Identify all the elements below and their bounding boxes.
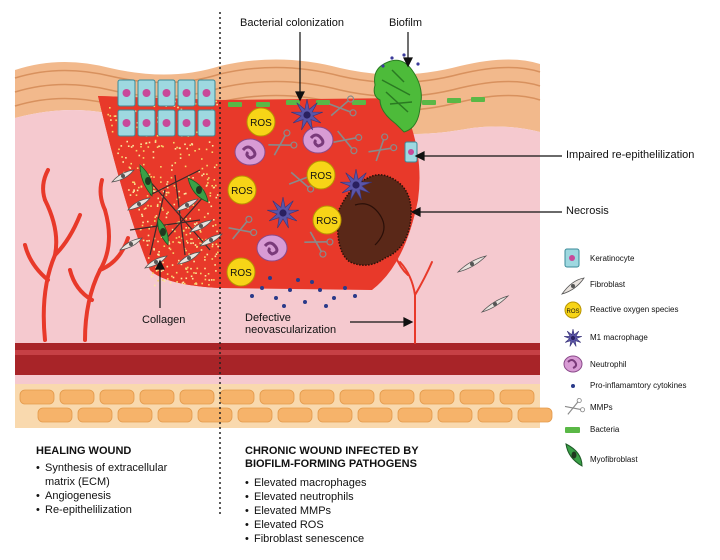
bullet-item: Angiogenesis bbox=[36, 489, 167, 503]
bullet-item: matrix (ECM) bbox=[45, 476, 110, 488]
ros-label: ROS bbox=[316, 216, 338, 227]
chronic-wound-list: Elevated macrophagesElevated neutrophils… bbox=[245, 476, 367, 546]
neutrophils bbox=[234, 126, 334, 262]
bacterial-colonization-label: Bacterial colonization bbox=[240, 17, 344, 29]
fibroblasts-healing bbox=[111, 169, 223, 269]
ros-label: ROS bbox=[230, 268, 252, 279]
impaired-keratinocyte bbox=[404, 141, 418, 163]
bullet-item: Re-epithelilization bbox=[36, 503, 167, 517]
scissors-icon bbox=[564, 398, 586, 415]
chronic-wound-title-2: BIOFILM-FORMING PATHOGENS bbox=[245, 458, 417, 470]
legend-label-fibroblast: Fibroblast bbox=[590, 280, 626, 289]
bacteria-icon bbox=[565, 427, 580, 433]
bullet-item: Synthesis of extracellular bbox=[36, 461, 167, 475]
fibroblast-icon bbox=[561, 277, 585, 295]
necrosis-label: Necrosis bbox=[566, 205, 609, 217]
bullet-item: Fibroblast senescence bbox=[245, 532, 367, 546]
collagen-label: Collagen bbox=[142, 314, 186, 326]
biofilm-label: Biofilm bbox=[389, 17, 423, 29]
necrotic-tissue bbox=[336, 174, 412, 266]
legend-label-cytokine: Pro-inflamamtory cytokines bbox=[590, 381, 687, 390]
neutrophil-icon bbox=[563, 355, 583, 373]
defective-vessel bbox=[394, 254, 433, 344]
healing-wound-title: HEALING WOUND bbox=[36, 445, 132, 457]
keratinocyte-sheet bbox=[117, 79, 216, 137]
callout-arrows bbox=[155, 32, 562, 327]
bullet-item: Elevated MMPs bbox=[245, 504, 367, 518]
bacteria-colony bbox=[228, 97, 485, 107]
angiogenesis-vessels bbox=[23, 168, 130, 342]
myofibroblasts bbox=[139, 164, 209, 246]
legend-label-bacteria: Bacteria bbox=[590, 425, 620, 434]
ros-label: ROS bbox=[250, 118, 272, 129]
blood-vessel-band bbox=[15, 343, 540, 384]
legend-label-myofibroblast: Myofibroblast bbox=[590, 455, 638, 464]
m1-macrophages bbox=[267, 98, 372, 229]
legend-label-neutrophil: Neutrophil bbox=[590, 360, 627, 369]
defective-neovascularization-label-2: neovascularization bbox=[245, 324, 337, 336]
ros-label: ROS bbox=[310, 171, 332, 182]
ros-icon: ROS bbox=[564, 301, 582, 319]
legend-label-scissors: MMPs bbox=[590, 403, 613, 412]
legend-icons: ROS bbox=[561, 248, 586, 467]
svg-text:ROS: ROS bbox=[566, 309, 579, 315]
fibroblasts-chronic bbox=[456, 255, 510, 313]
ros-molecules: ROS ROS ROS ROS ROS bbox=[226, 107, 342, 287]
biofilm-mass bbox=[373, 53, 422, 133]
legend-label-macrophage: M1 macrophage bbox=[590, 333, 648, 342]
bullet-item: Elevated neutrophils bbox=[245, 490, 367, 504]
chronic-wound-title-1: CHRONIC WOUND INFECTED BY bbox=[245, 445, 419, 457]
macrophage-icon bbox=[563, 328, 583, 347]
ros-label: ROS bbox=[231, 186, 253, 197]
legend-label-keratinocyte: Keratinocyte bbox=[590, 254, 635, 263]
defective-neovascularization-label-1: Defective bbox=[245, 312, 291, 324]
myofibroblast-icon bbox=[565, 443, 583, 467]
keratinocyte-icon bbox=[564, 248, 580, 268]
bullet-item: Elevated macrophages bbox=[245, 476, 367, 490]
bullet-item: Elevated ROS bbox=[245, 518, 367, 532]
impaired-reepithelialization-label: Impaired re-epithelilization bbox=[566, 149, 695, 161]
cytokine-icon bbox=[571, 384, 575, 388]
ecm-speckles bbox=[107, 100, 219, 287]
fat-layer bbox=[15, 384, 553, 428]
legend-label-ros: Reactive oxygen species bbox=[590, 305, 679, 314]
